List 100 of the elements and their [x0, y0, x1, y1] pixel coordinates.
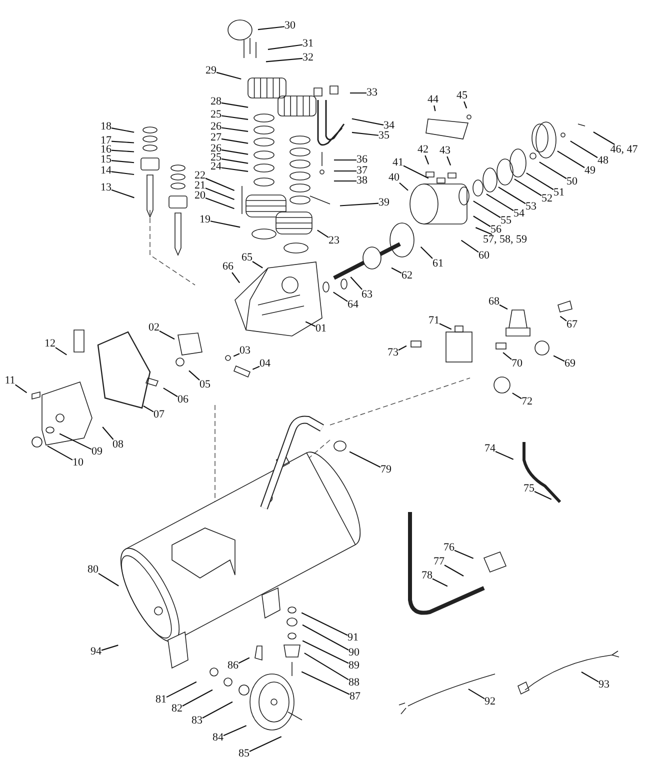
callout-number: 55 [500, 216, 512, 226]
callout-number: 38 [356, 176, 368, 186]
callout-number: 32 [302, 52, 314, 64]
leader-line [439, 323, 452, 330]
leader-line [498, 186, 526, 204]
callout-number: 70 [512, 358, 522, 370]
leader-line [249, 736, 282, 752]
callout-number: 44 [428, 94, 438, 106]
callout-number: 68 [488, 296, 500, 308]
leader-line [502, 352, 512, 360]
leader-line [399, 182, 408, 191]
callout-number: 80 [88, 564, 98, 576]
callout-number: 78 [422, 570, 432, 582]
leader-line [334, 170, 356, 172]
leader-line [205, 178, 235, 191]
leader-line [340, 202, 379, 206]
leader-line [512, 392, 522, 400]
leader-line [223, 725, 247, 736]
leader-line [232, 272, 240, 284]
leader-line [202, 701, 233, 719]
leader-line [473, 216, 491, 228]
leader-line [301, 671, 350, 695]
leader-line [333, 292, 348, 302]
leader-line [111, 140, 134, 144]
leader-line [102, 426, 114, 440]
callout-number: 50 [566, 176, 578, 188]
callout-number: 13 [100, 182, 112, 194]
callout-number: 52 [542, 194, 552, 204]
callout-number: 92 [484, 696, 496, 708]
leader-line [420, 246, 433, 259]
leader-line [98, 572, 119, 586]
leader-line [514, 178, 542, 196]
callout-number: 65 [242, 252, 252, 264]
leader-line [302, 640, 349, 664]
leader-line [221, 149, 248, 155]
leader-line [444, 564, 464, 576]
leader-line [352, 132, 379, 136]
leader-line [526, 172, 554, 190]
leader-line [473, 200, 501, 218]
callout-number: 12 [44, 338, 56, 350]
callout-number: 16 [100, 144, 112, 156]
callout-number: 94 [90, 646, 102, 658]
leader-line [432, 578, 448, 587]
callout-number: 29 [206, 66, 216, 76]
callout-number: 04 [260, 358, 270, 370]
leader-line [268, 44, 303, 50]
leader-line [454, 550, 474, 559]
callout-number: 74 [484, 444, 496, 454]
leader-line [305, 321, 316, 327]
callout-number: 35 [378, 130, 390, 142]
callout-number: 18 [100, 122, 112, 132]
leader-line [570, 140, 598, 158]
callout-number: 46, 47 [610, 144, 638, 156]
callout-number: 11 [4, 376, 16, 386]
callout-number: 48 [598, 156, 608, 166]
callout-number: 31 [302, 38, 314, 50]
leader-line [163, 388, 178, 398]
callout-number: 14 [100, 166, 112, 176]
leader-line [302, 624, 349, 650]
callout-number: 25 [210, 110, 222, 120]
callout-number: 17 [100, 136, 112, 146]
leader-line [210, 220, 240, 228]
callout-number: 26 [210, 122, 222, 132]
leader-line [188, 370, 200, 380]
leader-line [221, 138, 248, 144]
leader-line [486, 194, 514, 212]
leader-line [111, 171, 134, 176]
callout-number: 51 [554, 188, 564, 198]
leader-line [403, 165, 429, 179]
leader-line [233, 353, 240, 357]
callout-number: 08 [112, 440, 124, 450]
callout-number: 57, 58, 59 [483, 234, 527, 246]
leader-line [468, 688, 485, 700]
callout-number: 71 [428, 316, 440, 326]
callout-number: 75 [524, 484, 534, 494]
leader-line [334, 180, 356, 182]
leader-line [301, 612, 348, 636]
leader-line [166, 681, 197, 698]
callout-number: 61 [432, 258, 444, 270]
leader-line [581, 672, 599, 682]
callout-number: 19 [200, 214, 210, 226]
callout-number: 43 [440, 146, 450, 156]
callout-number: 03 [240, 346, 250, 356]
leader-line [460, 240, 479, 253]
callout-number: 25 [210, 152, 222, 164]
callout-number: 64 [348, 300, 358, 310]
callout-number: 49 [584, 166, 596, 176]
leader-line [553, 355, 565, 362]
callout-number: 28 [210, 96, 222, 108]
leader-line [221, 127, 248, 132]
leader-line [143, 406, 154, 412]
leader-line [111, 150, 134, 152]
callout-number: 73 [388, 348, 398, 358]
callout-number: 36 [356, 154, 368, 166]
leader-line [539, 162, 567, 180]
leader-line [349, 451, 381, 468]
callout-number: 72 [522, 396, 532, 408]
callout-number: 93 [598, 680, 610, 690]
leader-line [434, 105, 436, 112]
callout-number: 86 [228, 660, 238, 672]
